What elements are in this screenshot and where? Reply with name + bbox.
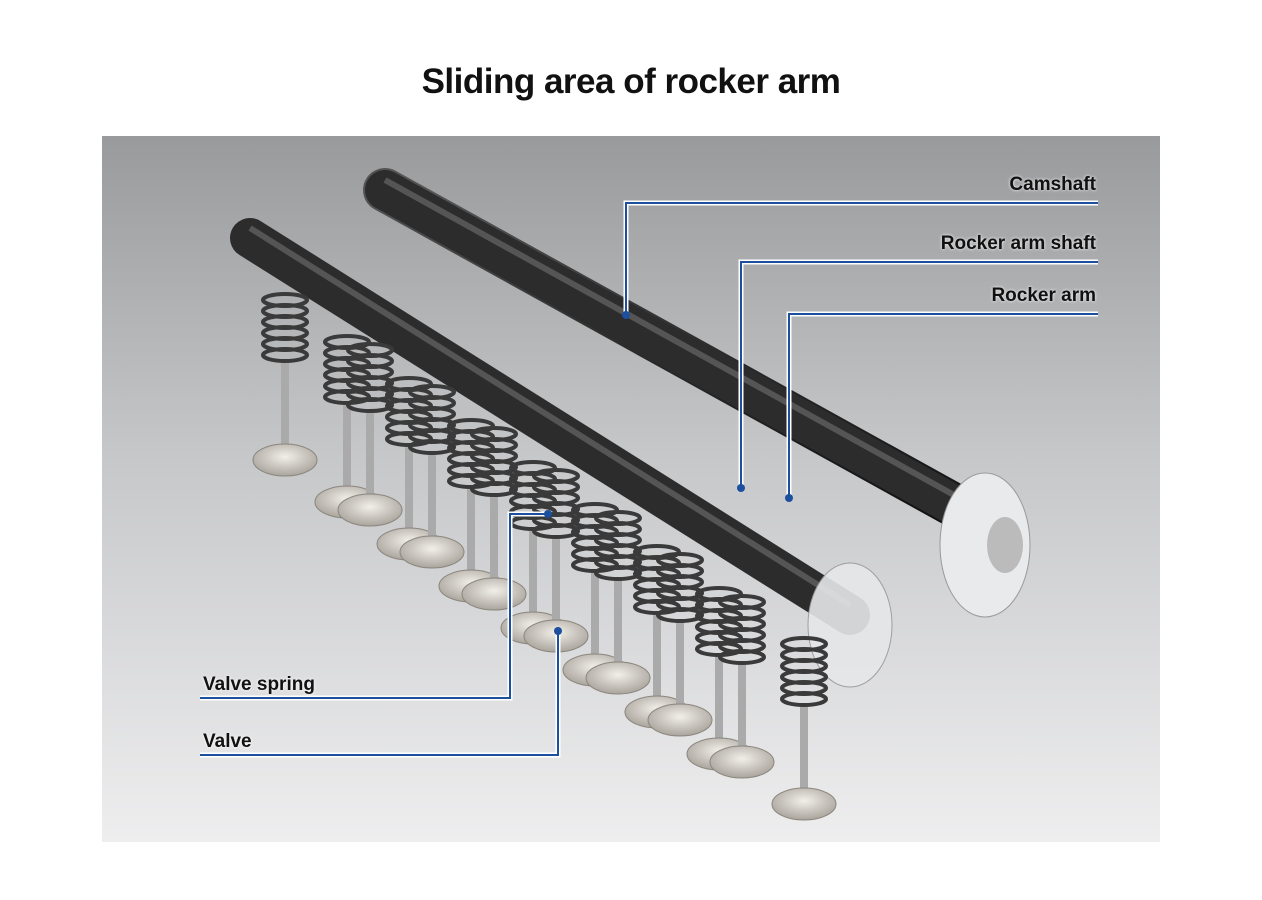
diagram-title: Sliding area of rocker arm [421, 62, 841, 101]
valve-spring [780, 636, 828, 707]
leader-rocker-arm-shaft [737, 259, 1098, 492]
label-valve: Valve [203, 731, 252, 752]
valve-head [252, 443, 318, 477]
valve-head [337, 493, 403, 527]
label-valve-spring: Valve spring [203, 674, 315, 695]
label-rocker-arm-shaft: Rocker arm shaft [940, 233, 1096, 254]
valve-spring [261, 292, 309, 363]
valve-head [709, 745, 775, 779]
valve-head [647, 703, 713, 737]
front-camshaft [230, 218, 893, 688]
leader-valve-spring [200, 510, 552, 701]
cam-sprocket [939, 472, 1031, 618]
valve-spring [346, 342, 394, 413]
leader-rocker-arm [785, 311, 1098, 502]
valve-group [252, 360, 837, 821]
leader-camshaft [622, 200, 1098, 319]
rear-camshaft [363, 168, 1031, 618]
leader-lines [200, 200, 1098, 758]
label-rocker-arm: Rocker arm [991, 285, 1096, 306]
valve-spring [594, 510, 642, 581]
valve-spring [656, 552, 704, 623]
leader-valve [200, 627, 562, 758]
valve-spring [408, 384, 456, 455]
valve-spring [470, 426, 518, 497]
valve-spring [718, 594, 766, 665]
valve-spring-group [261, 292, 828, 707]
valve-head [771, 787, 837, 821]
label-camshaft: Camshaft [1009, 174, 1096, 195]
valve-head [585, 661, 651, 695]
valve-head [399, 535, 465, 569]
valve-spring [532, 468, 580, 539]
valve-head [461, 577, 527, 611]
